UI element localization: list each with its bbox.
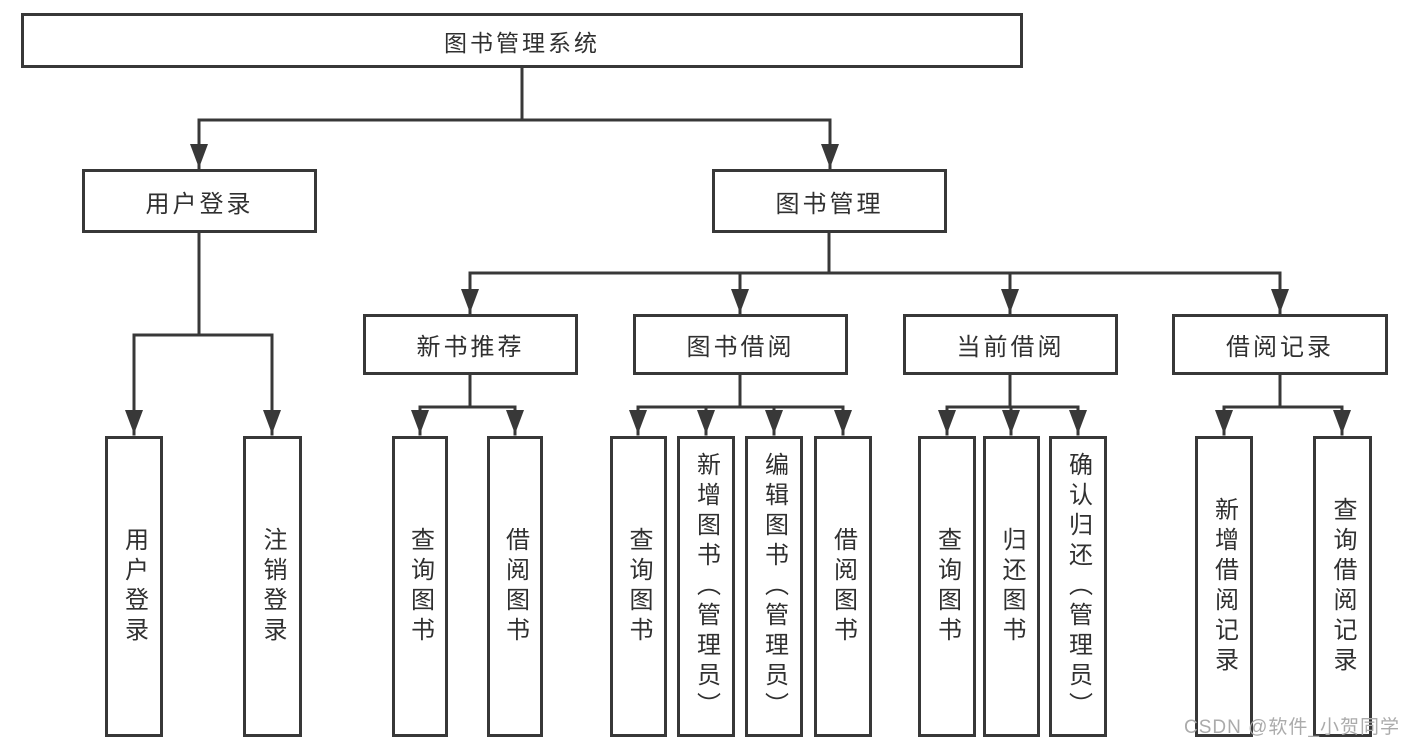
leaf-edit-book-admin-label: 编辑图书（管理员）	[760, 451, 788, 722]
leaf-add-book-admin: 新增图书（管理员）	[677, 436, 735, 737]
leaf-logout-label: 注销登录	[259, 526, 286, 647]
leaf-query-books-current-label: 查询图书	[933, 526, 961, 647]
node-user-login-label: 用户登录	[145, 190, 254, 218]
leaf-add-borrow-record: 新增借阅记录	[1195, 436, 1253, 737]
leaf-user-login-label: 用户登录	[120, 526, 148, 647]
node-root-label: 图书管理系统	[444, 29, 600, 56]
leaf-user-login: 用户登录	[105, 436, 163, 737]
connector-current-borrow-to-leaves	[938, 373, 1087, 436]
connector-book-management-to-level2	[461, 231, 1289, 315]
leaf-borrow-books-recommend: 借阅图书	[487, 436, 543, 737]
csdn-watermark: CSDN @软件_小贺同学	[1184, 717, 1400, 738]
leaf-edit-book-admin: 编辑图书（管理员）	[745, 436, 803, 737]
node-book-borrow-label: 图书借阅	[686, 334, 795, 361]
node-borrow-records-label: 借阅记录	[1226, 334, 1334, 361]
leaf-confirm-return-admin: 确认归还（管理员）	[1049, 436, 1107, 737]
node-user-login: 用户登录	[82, 169, 317, 233]
node-new-book-recommend-label: 新书推荐	[416, 334, 525, 361]
leaf-query-books-recommend-label: 查询图书	[406, 526, 434, 647]
connector-book-borrow-to-leaves	[629, 373, 852, 436]
leaf-add-book-admin-label: 新增图书（管理员）	[692, 451, 720, 722]
connector-root-to-level1	[190, 66, 839, 170]
leaf-borrow-books-label: 借阅图书	[829, 526, 857, 647]
leaf-return-book-label: 归还图书	[998, 526, 1025, 647]
node-current-borrow: 当前借阅	[903, 314, 1118, 375]
connector-borrow-records-to-leaves	[1215, 373, 1351, 436]
leaf-return-book: 归还图书	[983, 436, 1040, 737]
connector-new-book-recommend-to-leaves	[411, 373, 524, 436]
node-book-management-label: 图书管理	[775, 190, 884, 218]
leaf-query-borrow-record: 查询借阅记录	[1313, 436, 1372, 737]
leaf-query-books-borrow: 查询图书	[610, 436, 667, 737]
node-new-book-recommend: 新书推荐	[363, 314, 578, 375]
leaf-confirm-return-admin-label: 确认归还（管理员）	[1064, 451, 1092, 722]
leaf-logout: 注销登录	[243, 436, 302, 737]
leaf-query-books-recommend: 查询图书	[392, 436, 448, 737]
node-root: 图书管理系统	[21, 13, 1023, 68]
leaf-query-books-current: 查询图书	[918, 436, 976, 737]
leaf-add-borrow-record-label: 新增借阅记录	[1210, 496, 1238, 677]
node-book-borrow: 图书借阅	[633, 314, 848, 375]
leaf-query-borrow-record-label: 查询借阅记录	[1329, 496, 1356, 677]
leaf-query-books-borrow-label: 查询图书	[625, 526, 652, 647]
node-current-borrow-label: 当前借阅	[956, 334, 1065, 361]
node-book-management: 图书管理	[712, 169, 947, 233]
leaf-borrow-books: 借阅图书	[814, 436, 872, 737]
leaf-borrow-books-recommend-label: 借阅图书	[501, 526, 529, 647]
node-borrow-records: 借阅记录	[1172, 314, 1388, 375]
connector-user-login-to-leaves	[125, 231, 281, 436]
